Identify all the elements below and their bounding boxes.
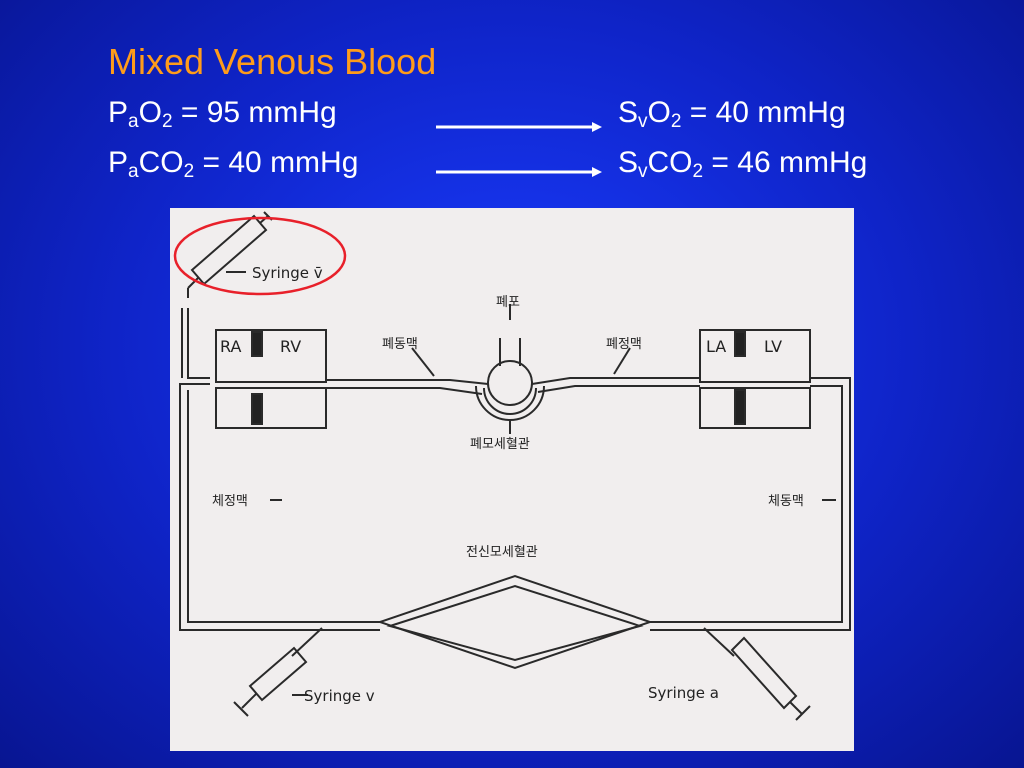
systemic-capillaries	[376, 574, 654, 670]
lv-label: LV	[764, 337, 782, 356]
alveolus	[475, 338, 545, 421]
alveolus-label: 폐포	[496, 295, 520, 310]
systemic-artery-label: 체동맥	[768, 494, 804, 509]
rv-label: RV	[280, 337, 301, 356]
circulation-diagram: Syringe v̄ 폐포 RA RV 폐동맥 폐정맥 LA LV 폐모세혈관 …	[170, 208, 854, 751]
syringe-v-label: Syringe v	[304, 687, 375, 705]
la-label: LA	[706, 337, 726, 356]
pulmonary-capillary-label: 폐모세혈관	[470, 437, 530, 452]
systemic-vein-label: 체정맥	[212, 494, 248, 509]
syringe-top-label: Syringe v̄	[252, 264, 323, 282]
circulation-svg: Syringe v̄ 폐포 RA RV 폐동맥 폐정맥 LA LV 폐모세혈관 …	[173, 211, 851, 721]
pulmonary-artery-label: 폐동맥	[382, 337, 418, 352]
left-heart	[699, 329, 811, 429]
syringe-a-label: Syringe a	[648, 684, 719, 702]
equation-svco2: SvCO2 = 46 mmHg	[618, 146, 868, 182]
ra-label: RA	[220, 337, 241, 356]
equation-svo2: SvO2 = 40 mmHg	[618, 96, 846, 132]
syringe-a-icon	[703, 627, 811, 721]
right-heart	[215, 329, 327, 429]
arrow-right-icon	[436, 122, 602, 132]
highlight-ellipse	[173, 216, 347, 296]
equation-paco2: PaCO2 = 40 mmHg	[108, 146, 359, 182]
equation-pao2: PaO2 = 95 mmHg	[108, 96, 337, 132]
syringe-v-icon	[233, 627, 323, 717]
pulmonary-vein-label: 폐정맥	[606, 337, 642, 352]
slide-title: Mixed Venous Blood	[108, 41, 437, 82]
arrow-right-icon	[436, 167, 602, 177]
systemic-capillary-label: 전신모세혈관	[466, 545, 538, 560]
